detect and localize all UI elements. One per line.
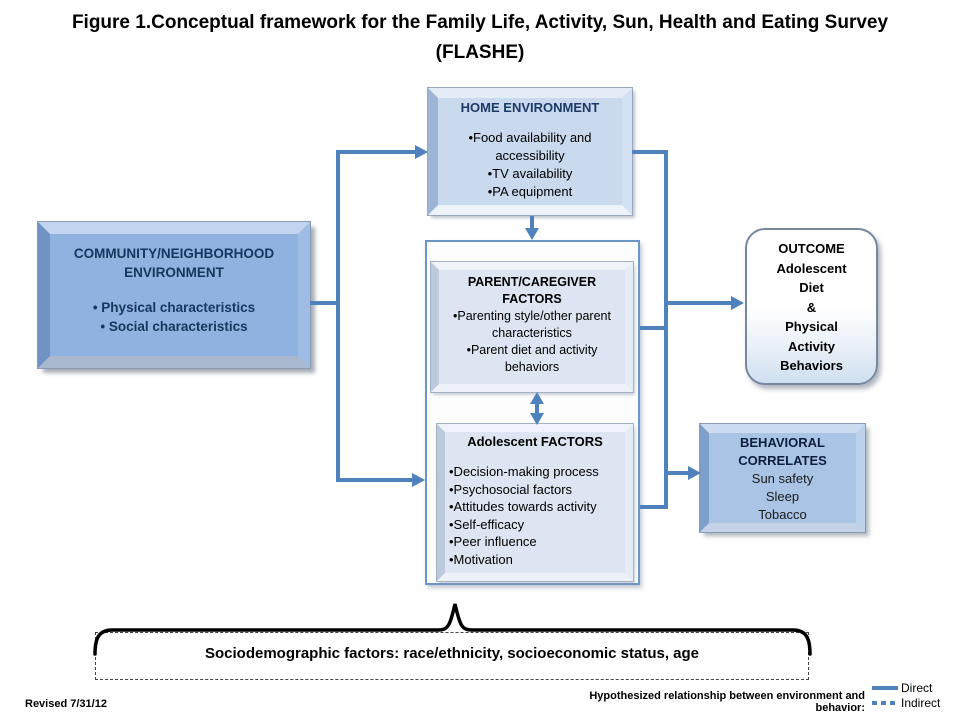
- home-environment-title: HOME ENVIRONMENT: [460, 100, 600, 115]
- community-environment-title: COMMUNITY/NEIGHBORHOOD ENVIRONMENT: [73, 246, 275, 280]
- sociodemographic-text: Sociodemographic factors: race/ethnicity…: [204, 645, 700, 662]
- outcome-line: Physical: [785, 319, 838, 334]
- home-bullet: •PA equipment: [487, 184, 573, 199]
- legend: Direct Indirect: [872, 680, 957, 710]
- home-bullet: •TV availability: [487, 166, 573, 181]
- adolescent-bullet: •Motivation: [449, 551, 513, 567]
- outcome-line: Diet: [799, 280, 824, 295]
- parent-bullet: •Parent diet and activity behaviors: [466, 343, 598, 374]
- outcome-line: &: [806, 299, 817, 315]
- behavioral-item: Sleep: [765, 489, 800, 504]
- adolescent-bullet: •Peer influence: [449, 534, 537, 549]
- outcome-line: Activity: [788, 338, 835, 354]
- adolescent-factors-title: Adolescent FACTORS: [467, 434, 603, 449]
- legend-row-direct: Direct: [872, 680, 957, 695]
- outcome-line: OUTCOME: [778, 241, 845, 256]
- legend-caption: Hypothesized relationship between enviro…: [589, 690, 865, 714]
- arrowhead-home: [415, 145, 428, 159]
- legend-label-indirect: Indirect: [901, 695, 941, 710]
- parent-caregiver-box: PARENT/CAREGIVER FACTORS •Parenting styl…: [431, 262, 633, 392]
- arrowhead-adolescent: [412, 473, 425, 487]
- behavioral-correlates-box: BEHAVIORAL CORRELATES Sun safety Sleep T…: [700, 424, 865, 532]
- behavioral-item: Tobacco: [758, 507, 807, 522]
- community-bullet: • Social characteristics: [100, 319, 248, 334]
- revised-date: Revised 7/31/12: [25, 698, 107, 710]
- outcome-box: OUTCOME Adolescent Diet & Physical Activ…: [745, 228, 878, 385]
- adolescent-bullet: •Attitudes towards activity: [449, 499, 597, 514]
- parent-bullet: •Parenting style/other parent characteri…: [453, 309, 611, 340]
- behavioral-correlates-title: BEHAVIORAL CORRELATES: [738, 435, 827, 468]
- figure-title: Figure 1.Conceptual framework for the Fa…: [71, 12, 889, 64]
- adolescent-bullet: •Psychosocial factors: [449, 481, 573, 497]
- indirect-line-icon: [872, 700, 898, 705]
- adolescent-bullet: •Self-efficacy: [449, 516, 525, 532]
- arrowhead-down-container: [525, 228, 539, 240]
- parent-caregiver-title: PARENT/CAREGIVER FACTORS: [467, 275, 597, 306]
- home-bullet: •Food availability and accessibility: [468, 130, 592, 163]
- outcome-line: Behaviors: [780, 358, 843, 373]
- arrowhead-outcome: [731, 296, 744, 310]
- behavioral-item: Sun safety: [751, 471, 814, 486]
- direct-line-icon: [872, 685, 898, 690]
- outcome-line: Adolescent: [776, 260, 847, 276]
- legend-label-direct: Direct: [901, 680, 933, 695]
- home-environment-box: HOME ENVIRONMENT •Food availability and …: [428, 88, 632, 215]
- adolescent-bullet: •Decision-making process: [449, 464, 599, 479]
- legend-row-indirect: Indirect: [872, 695, 957, 710]
- community-environment-box: COMMUNITY/NEIGHBORHOOD ENVIRONMENT • Phy…: [38, 222, 310, 368]
- community-bullet: • Physical characteristics: [92, 300, 256, 315]
- adolescent-factors-box: Adolescent FACTORS •Decision-making proc…: [437, 424, 633, 581]
